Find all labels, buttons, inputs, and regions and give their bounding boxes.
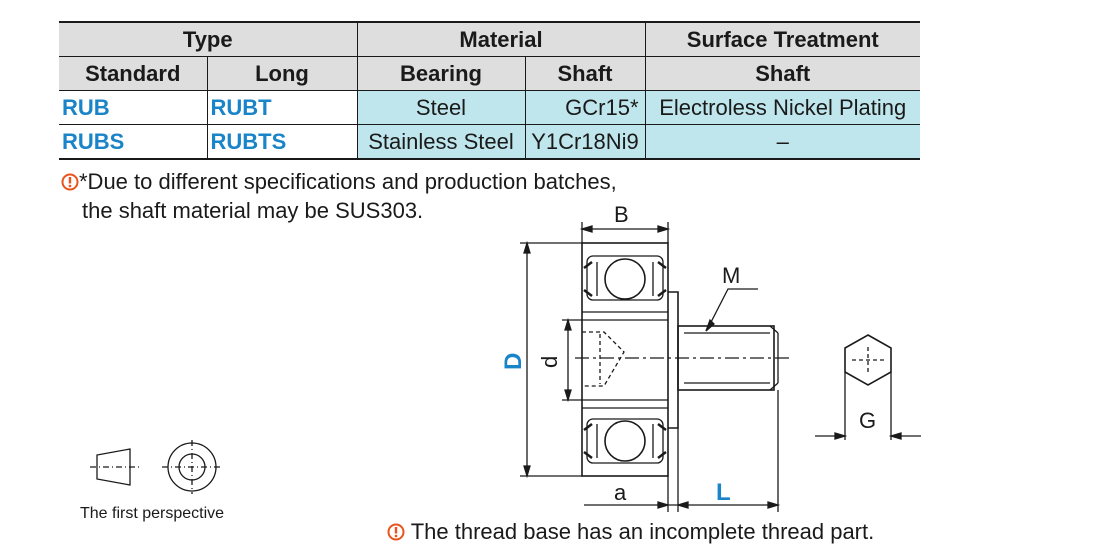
thread-note-text: The thread base has an incomplete thread… xyxy=(410,519,875,544)
shaft-material-note: *Due to different specifications and pro… xyxy=(61,168,617,196)
table-row: RUBS RUBTS Stainless Steel Y1Cr18Ni9 – xyxy=(59,124,920,160)
long-code: RUBT xyxy=(206,90,358,125)
standard-header: Standard xyxy=(59,56,208,91)
thread-note: The thread base has an incomplete thread… xyxy=(387,519,874,545)
shaft-stud xyxy=(668,291,779,429)
dimension-a xyxy=(584,428,679,512)
surface-treatment: – xyxy=(644,124,920,160)
dimension-d-inner xyxy=(562,317,582,403)
label-m: M xyxy=(722,263,740,288)
shaft-material: Y1Cr18Ni9 xyxy=(524,124,646,160)
long-header: Long xyxy=(206,56,358,91)
label-d-outer: D xyxy=(500,353,527,370)
note-line-1: *Due to different specifications and pro… xyxy=(79,169,617,194)
standard-code: RUBS xyxy=(59,124,208,160)
spec-table: Type Material Surface Treatment Standard… xyxy=(59,21,920,160)
standard-code: RUB xyxy=(59,90,208,125)
dimension-d-outer xyxy=(520,240,582,479)
label-g: G xyxy=(859,408,876,433)
surface-treatment-header: Surface Treatment xyxy=(644,21,920,57)
bearing-header: Bearing xyxy=(356,56,526,91)
note-line-2: the shaft material may be SUS303. xyxy=(82,198,424,223)
shaft-header: Shaft xyxy=(524,56,646,91)
table-row: RUB RUBT Steel GCr15* Electroless Nickel… xyxy=(59,90,920,125)
label-l: L xyxy=(716,479,731,506)
hex-end-view xyxy=(815,334,921,440)
surface-shaft-header: Shaft xyxy=(644,56,920,91)
thread-leader xyxy=(705,288,758,332)
type-header: Type xyxy=(59,21,358,57)
bearing-outline xyxy=(581,242,669,477)
bearing-material: Steel xyxy=(356,90,526,125)
table-header-row-2: Standard Long Bearing Shaft Shaft xyxy=(59,56,920,91)
dimension-l xyxy=(675,390,781,512)
shaft-material: GCr15* xyxy=(524,90,646,125)
warning-icon xyxy=(61,173,79,191)
dimension-b xyxy=(579,222,671,243)
label-a: a xyxy=(614,480,627,505)
first-angle-projection-icon xyxy=(90,440,222,494)
surface-treatment: Electroless Nickel Plating xyxy=(644,90,920,125)
label-b: B xyxy=(614,202,629,227)
warning-icon xyxy=(387,523,405,541)
perspective-caption: The first perspective xyxy=(80,505,225,522)
label-d-inner: d xyxy=(537,356,562,368)
bearing-material: Stainless Steel xyxy=(356,124,526,160)
